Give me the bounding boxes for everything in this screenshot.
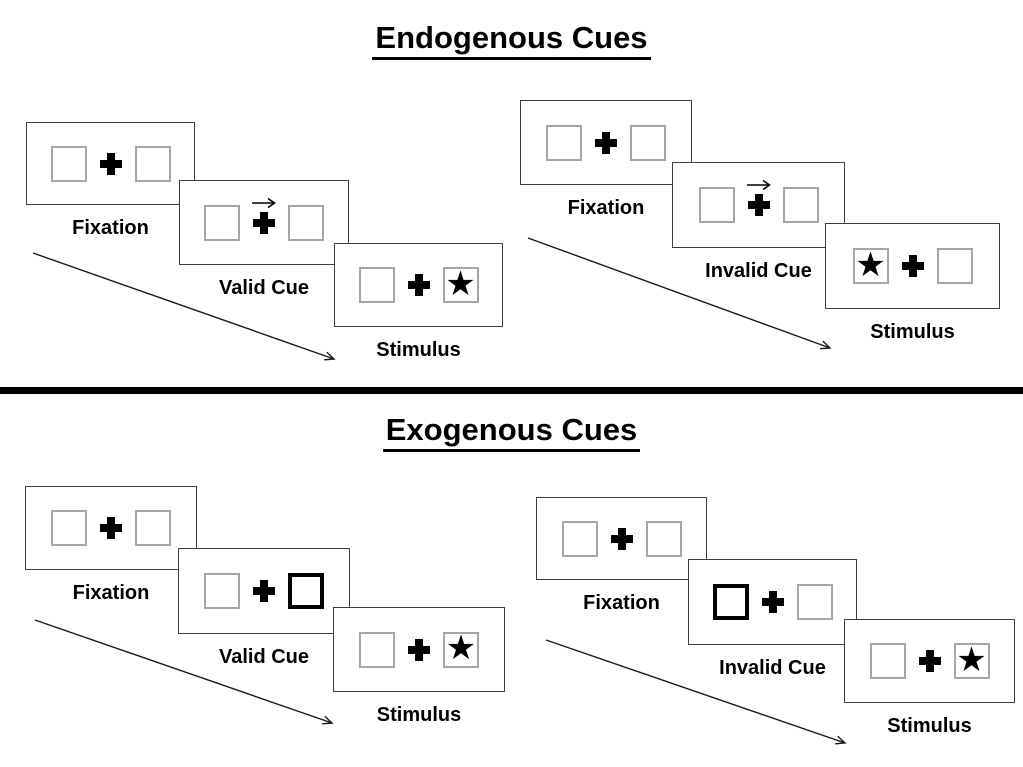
panel-fixation — [536, 497, 707, 580]
fixation-cross-icon — [747, 194, 770, 216]
placeholder-box-right — [135, 510, 171, 546]
fixation-cross — [746, 179, 771, 216]
cue-arrow-icon — [252, 197, 276, 208]
stimulus-star-box: ★ — [442, 264, 479, 303]
placeholder-box-right — [134, 145, 171, 182]
placeholder-box-left — [358, 267, 395, 303]
fixation-cross-icon — [99, 152, 122, 175]
panel-invalid-cue — [688, 559, 857, 645]
panel-label-fixation: Fixation — [72, 217, 149, 239]
timeline-arrow — [32, 252, 336, 361]
fixation-cross — [901, 255, 924, 277]
panel-stimulus: ★ — [844, 619, 1015, 703]
fixation-cross — [761, 591, 784, 613]
placeholder-box-right — [796, 584, 833, 620]
placeholder-box-right — [630, 124, 666, 161]
fixation-cross — [408, 638, 430, 661]
panel-stimulus: ★ — [333, 607, 505, 692]
placeholder-box-left — [50, 145, 87, 182]
exogenous-cue-box — [712, 584, 749, 620]
fixation-cross — [100, 517, 122, 539]
placeholder-box-left — [869, 643, 906, 679]
star-icon: ★ — [445, 264, 476, 303]
star-icon: ★ — [855, 245, 886, 284]
panel-stimulus: ★ — [334, 243, 503, 327]
exogenous-cue-box — [288, 573, 324, 609]
placeholder-box-left — [546, 124, 582, 161]
fixation-cross-icon — [253, 211, 275, 234]
fixation-cross — [407, 274, 430, 296]
fixation-cross — [253, 580, 275, 602]
timeline-arrow — [545, 639, 847, 745]
panel-label-stimulus: Stimulus — [870, 321, 955, 343]
panel-valid-cue — [178, 548, 350, 634]
placeholder-box-left — [698, 187, 735, 223]
panel-label-valid-cue: Valid Cue — [218, 277, 310, 299]
section-title-exogenous: Exogenous Cues — [0, 412, 1023, 452]
panel-label-valid-cue: Valid Cue — [218, 646, 310, 668]
placeholder-box-left — [51, 510, 87, 546]
fixation-cross — [610, 527, 633, 550]
fixation-cross — [252, 197, 276, 234]
fixation-cross-icon — [918, 650, 941, 672]
fixation-cross-icon — [408, 638, 430, 661]
section-title-text: Endogenous Cues — [372, 20, 651, 60]
fixation-cross — [918, 650, 941, 672]
panel-label-invalid-cue: Invalid Cue — [719, 657, 826, 679]
fixation-cross-icon — [595, 131, 617, 154]
panel-fixation — [26, 122, 195, 205]
placeholder-box-right — [782, 187, 819, 223]
panel-valid-cue — [179, 180, 349, 265]
panel-fixation — [520, 100, 692, 185]
panel-label-stimulus: Stimulus — [887, 715, 972, 737]
timeline-arrow — [527, 237, 832, 350]
placeholder-box-left — [204, 204, 240, 241]
placeholder-box-right — [936, 248, 973, 284]
panel-label-stimulus: Stimulus — [376, 704, 462, 726]
fixation-cross-icon — [761, 591, 784, 613]
section-title-text: Exogenous Cues — [382, 412, 641, 452]
fixation-cross-icon — [901, 255, 924, 277]
fixation-cross — [99, 152, 122, 175]
section-divider — [0, 387, 1023, 394]
panel-label-fixation: Fixation — [72, 582, 150, 604]
panel-fixation — [25, 486, 197, 570]
stimulus-star-box: ★ — [852, 245, 889, 284]
panel-label-fixation: Fixation — [583, 592, 660, 614]
panel-label-stimulus: Stimulus — [376, 339, 461, 361]
placeholder-box-right — [645, 520, 682, 557]
fixation-cross-icon — [100, 517, 122, 539]
placeholder-box-left — [359, 631, 395, 668]
panel-invalid-cue — [672, 162, 845, 248]
section-title-endogenous: Endogenous Cues — [0, 20, 1023, 60]
stimulus-star-box: ★ — [953, 640, 990, 679]
fixation-cross-icon — [407, 274, 430, 296]
stimulus-star-box: ★ — [443, 629, 479, 668]
placeholder-box-left — [204, 573, 240, 609]
star-icon: ★ — [956, 640, 987, 679]
fixation-cross-icon — [610, 527, 633, 550]
placeholder-box-left — [561, 520, 598, 557]
fixation-cross — [595, 131, 617, 154]
panel-label-invalid-cue: Invalid Cue — [705, 260, 812, 282]
cue-arrow-icon — [746, 179, 771, 191]
panel-label-fixation: Fixation — [567, 197, 645, 219]
fixation-cross-icon — [253, 580, 275, 602]
placeholder-box-right — [288, 204, 324, 241]
star-icon: ★ — [445, 629, 477, 667]
panel-stimulus: ★ — [825, 223, 1000, 309]
timeline-arrow — [34, 619, 334, 725]
